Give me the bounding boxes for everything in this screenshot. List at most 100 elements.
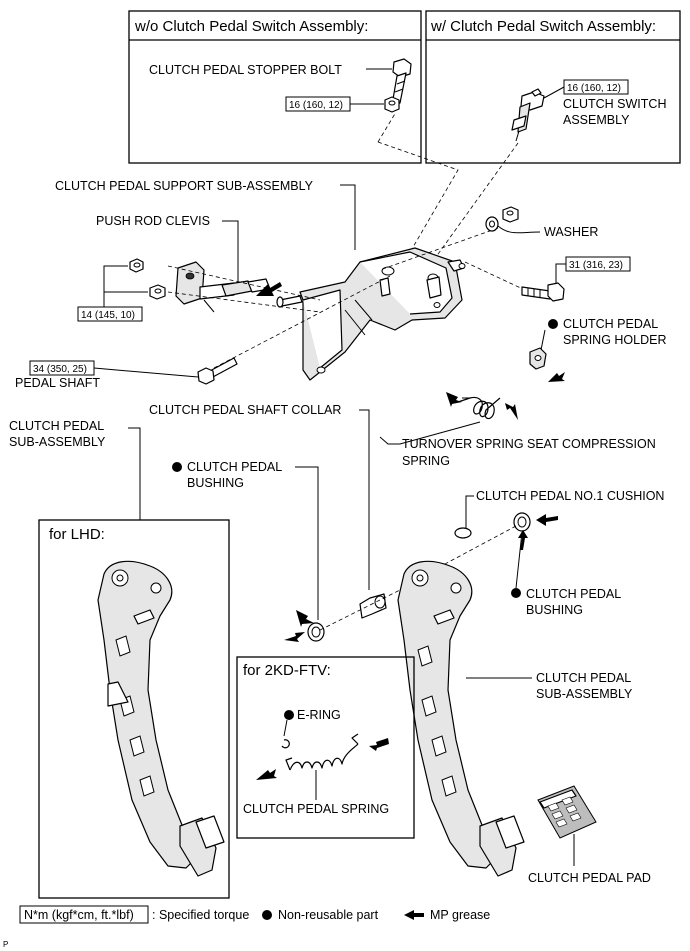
dashline-stopper [377,111,397,143]
label-sub-assy-right-1: CLUTCH PEDAL [536,671,631,685]
box-for-lhd: for LHD: [38,519,230,899]
pedal-shaft-drawing [197,357,238,385]
dashline-bolt-31 [464,261,526,291]
box-title-without-switch: w/o Clutch Pedal Switch Assembly: [134,18,368,35]
grease-arrow-bushing-right-side [536,514,558,526]
legend-torque-text: : Specified torque [152,908,249,922]
legend: N*m (kgf*cm, ft.*lbf) : Specified torque… [19,905,490,924]
pedal-spring-drawing [285,733,359,771]
pedal-pad-drawing [537,785,597,839]
leader-bolt-31 [555,263,566,283]
label-support: CLUTCH PEDAL SUPPORT SUB-ASSEMBLY [55,179,314,193]
leader-bushing-right [515,531,523,589]
nut-upper-drawing [129,258,144,273]
corner-mark: P [3,940,8,949]
leader-cushion [465,495,474,528]
label-bushing-top-1: CLUTCH PEDAL [187,460,282,474]
bolt-31-drawing [521,282,565,302]
box-without-switch: w/o Clutch Pedal Switch Assembly: [128,10,422,164]
box-for-2kd: for 2KD-FTV: [236,656,415,839]
torque-bolt-31: 31 (316, 23) [569,260,623,271]
nonreusable-dot-bushing-right [511,588,521,598]
label-sub-assy-right-2: SUB-ASSEMBLY [536,687,633,701]
shaft-collar-drawing [359,593,387,619]
label-sub-assy-left-2: SUB-ASSEMBLY [9,435,106,449]
nonreusable-dot-spring-holder [548,319,558,329]
leader-switch-torque [543,86,565,99]
label-pedal-spring: CLUTCH PEDAL SPRING [243,802,389,816]
nonreusable-dot-bushing-top [172,462,182,472]
label-washer: WASHER [544,225,598,239]
box-title-for-lhd: for LHD: [49,526,105,543]
torque-box-nuts [77,306,143,322]
label-bushing-right-2: BUSHING [526,603,583,617]
nonreusable-dot-e-ring [284,710,294,720]
stopper-nut-drawing [384,96,400,113]
grease-arrow-pedal-spring-left [256,769,277,780]
washer-drawing [485,206,519,232]
push-rod-clevis-drawing [175,261,271,313]
leader-washer [497,225,541,234]
leader-nut-upper [103,265,128,310]
dashline-nut-upper [167,265,321,301]
dashline-bushing-right [429,525,517,573]
label-spring-holder-2: SPRING HOLDER [563,333,667,347]
grease-arrow-spring-holder [548,372,565,382]
grease-arrow-pedal-spring-right [369,738,389,751]
label-turnover-1: TURNOVER SPRING SEAT COMPRESSION [402,437,656,451]
bushing-right-drawing [513,512,531,532]
legend-grease-arrow [404,910,424,920]
label-turnover-2: SPRING [402,454,450,468]
leader-bushing-top [295,466,319,620]
box-title-with-switch: w/ Clutch Pedal Switch Assembly: [430,18,656,35]
label-bushing-top-2: BUSHING [187,476,244,490]
pedal-lhd-drawing [97,560,225,877]
leader-e-ring [283,719,288,737]
label-stopper-bolt: CLUTCH PEDAL STOPPER BOLT [149,63,342,77]
torque-switch: 16 (160, 12) [567,83,621,94]
support-bracket-drawing [299,247,466,381]
box-title-for-2kd: for 2KD-FTV: [243,662,331,679]
legend-grease-text: MP grease [430,908,490,922]
label-e-ring: E-RING [297,708,341,722]
spring-holder-drawing [529,347,547,370]
nut-lower-drawing [149,284,166,300]
cushion-drawing [454,527,472,539]
grease-arrow-turnover-right [505,403,518,420]
legend-torque-box [19,905,149,924]
pedal-bolt-drawing [276,295,303,308]
label-push-rod-clevis: PUSH ROD CLEVIS [96,214,210,228]
label-switch-2: ASSEMBLY [563,113,630,127]
label-bushing-right-1: CLUTCH PEDAL [526,587,621,601]
leader-shaft-collar [359,409,370,590]
leader-turnover [379,421,481,445]
label-switch-1: CLUTCH SWITCH [563,97,666,111]
clutch-switch-drawing [511,88,545,142]
dashline-nut-lower [167,291,321,313]
leader-pedal-shaft [93,367,199,378]
box-with-switch: w/ Clutch Pedal Switch Assembly: [425,10,681,164]
label-shaft-collar: CLUTCH PEDAL SHAFT COLLAR [149,403,341,417]
leader-sub-assy-left [128,427,141,520]
torque-pedal-shaft: 34 (350, 25) [33,364,87,375]
bushing-left-drawing [307,622,325,642]
dashline-pedal-shaft [213,275,391,369]
leader-push-rod-clevis [222,220,239,286]
turnover-spring-drawing [457,396,501,420]
label-spring-holder-1: CLUTCH PEDAL [563,317,658,331]
leader-spring-holder [540,329,546,351]
label-pedal-pad: CLUTCH PEDAL PAD [528,871,651,885]
pedal-right-drawing [397,560,525,877]
e-ring-drawing [281,739,290,749]
label-pedal-shaft: PEDAL SHAFT [15,376,100,390]
grease-arrow-bushing-left-top [296,610,314,627]
legend-nonreusable-dot [262,910,272,920]
grease-arrow-push-rod [256,282,282,296]
leader-support [340,184,356,250]
grease-arrow-bushing-left-bottom [284,632,305,642]
legend-torque-unit: N*m (kgf*cm, ft.*lbf) [24,908,134,922]
stopper-bolt-drawing [391,58,412,106]
torque-stopper-nut: 16 (160, 12) [289,100,343,111]
legend-nonreusable-text: Non-reusable part [278,908,379,922]
